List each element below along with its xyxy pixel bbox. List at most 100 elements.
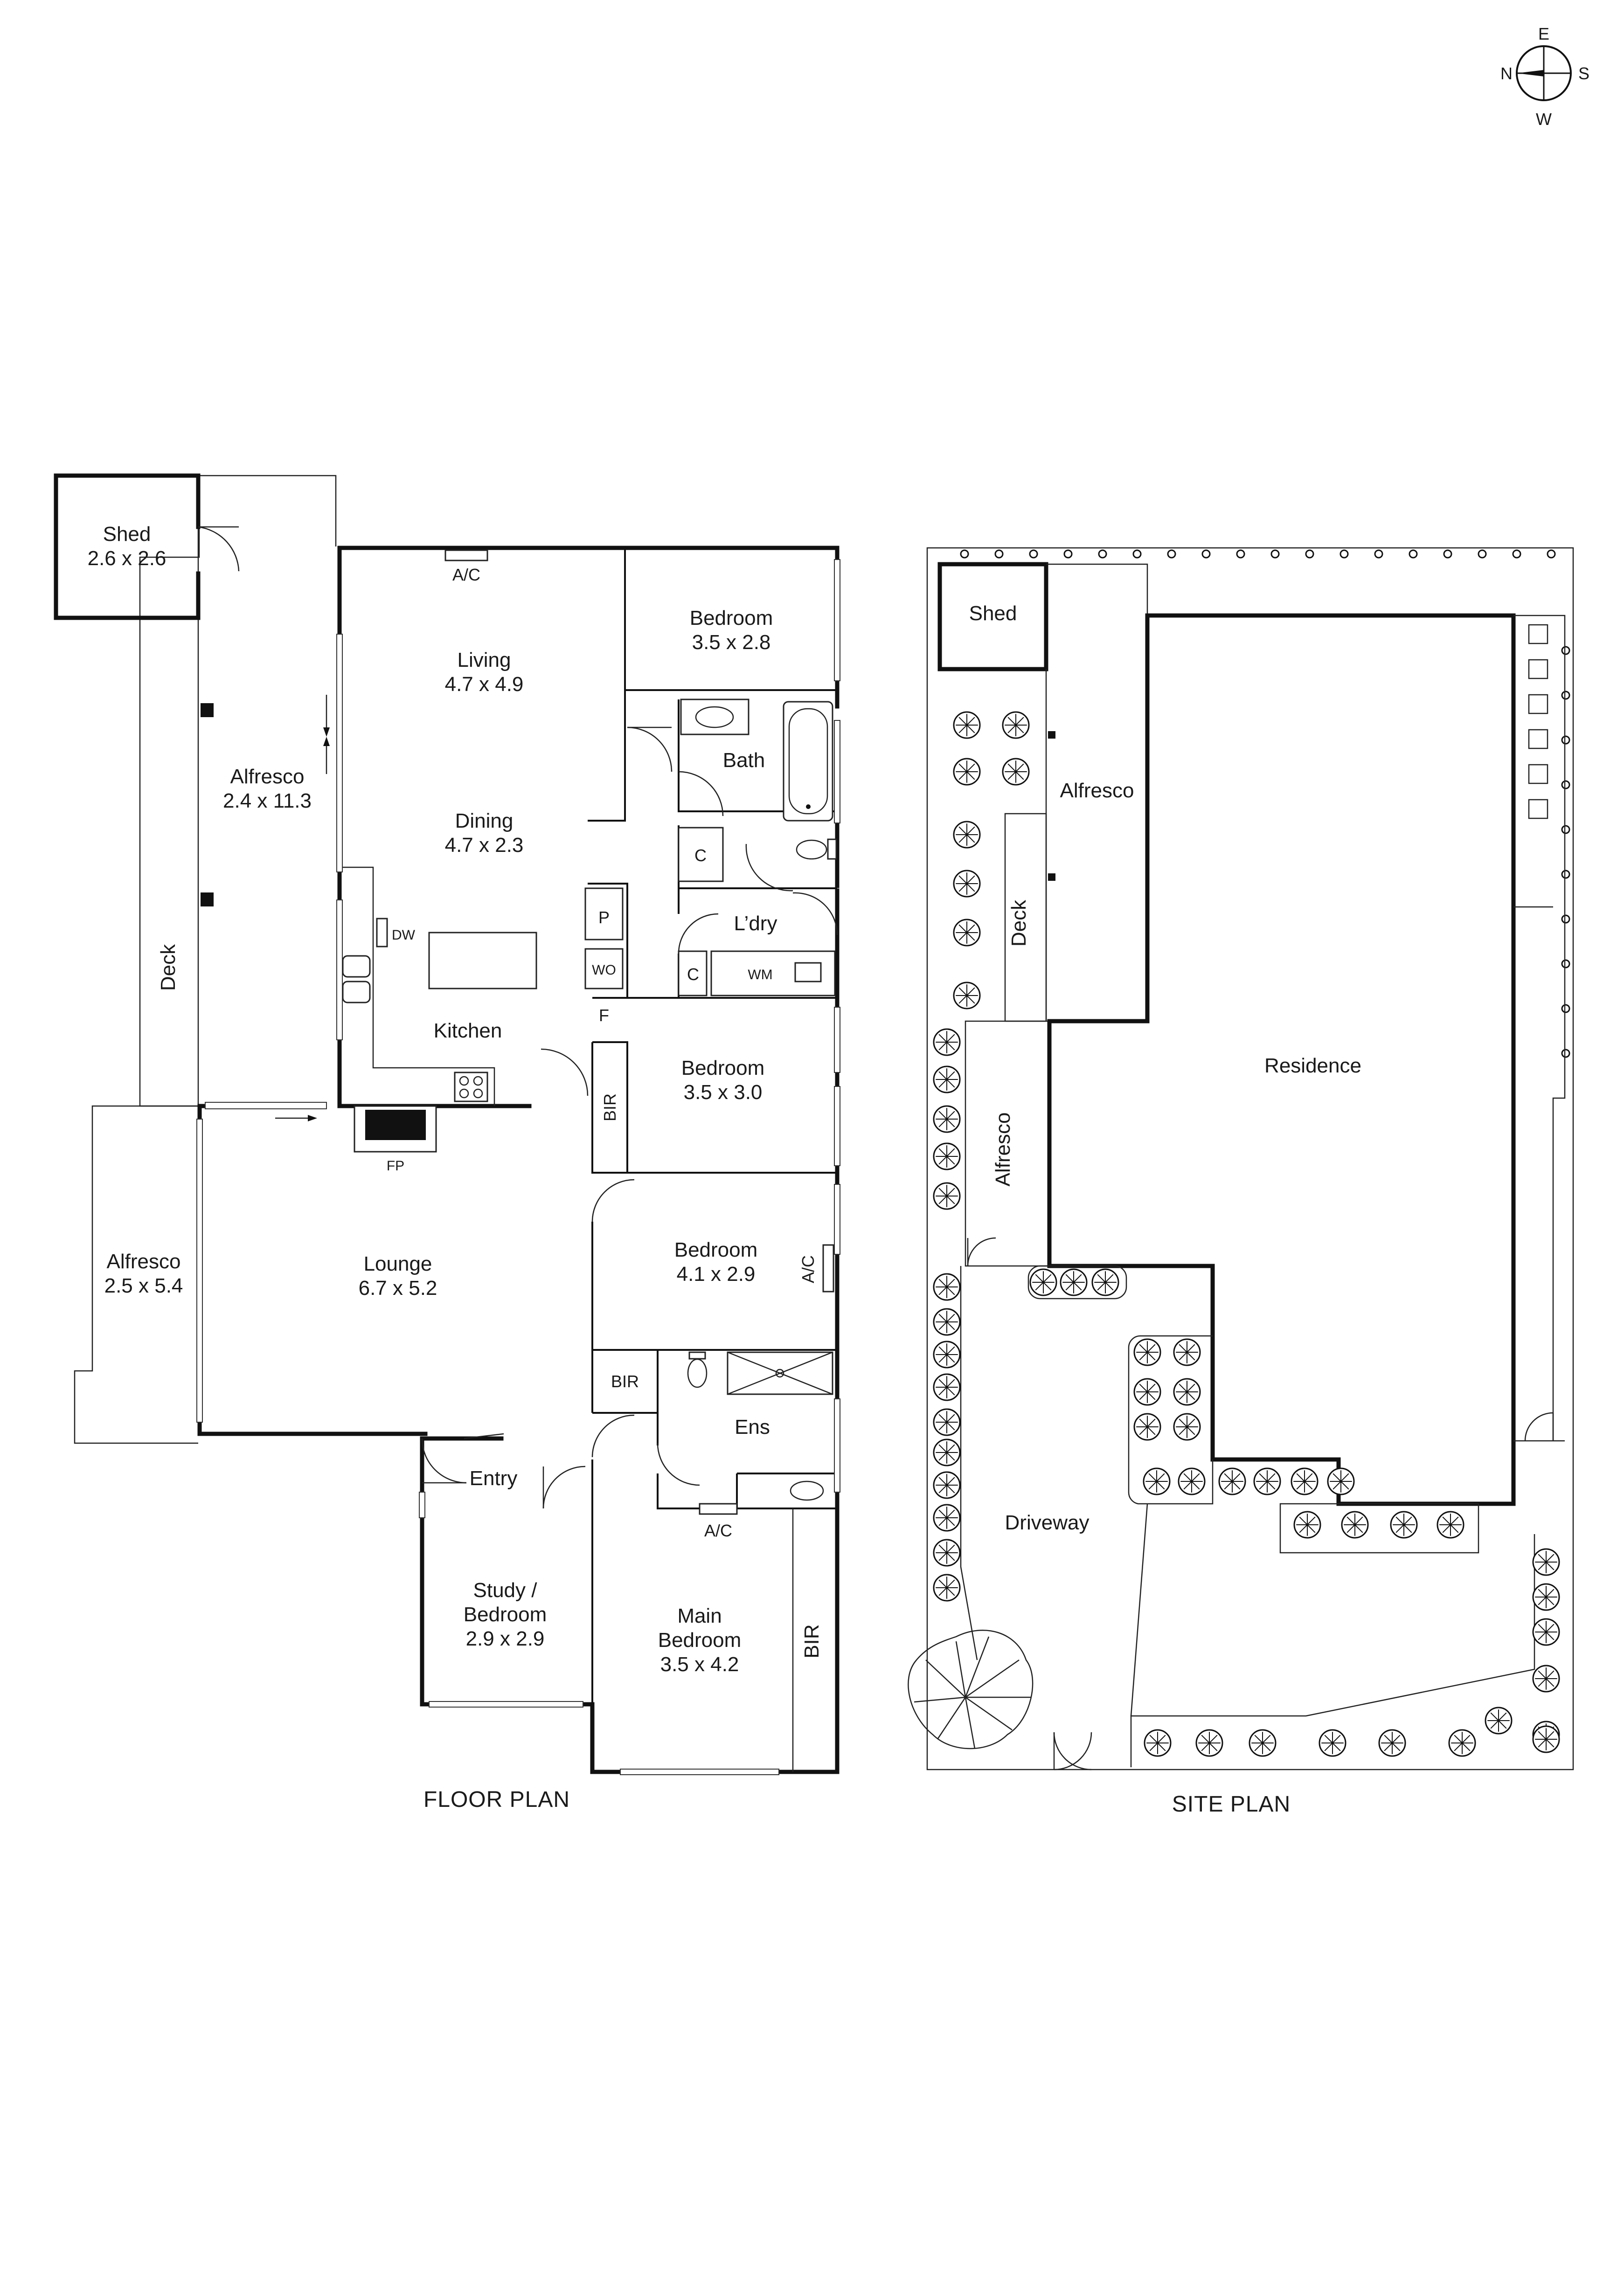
kitchen-benches [340, 866, 537, 1106]
shrub-branch [938, 1387, 947, 1396]
fixture-labels: A/C DW FP P WO F BIR BIR BIR C C WM A/C … [387, 565, 823, 1659]
shrub-branch [1156, 1473, 1165, 1482]
shrub-branch [946, 1387, 955, 1396]
shrub-branch [1147, 1391, 1156, 1400]
shrub-branch [1346, 1516, 1355, 1525]
shrub-branch [946, 1119, 955, 1127]
shrub-branch [1201, 1743, 1210, 1751]
fence-post-dot [1561, 825, 1570, 834]
cooktop-burner [459, 1088, 469, 1099]
shrub-branch [1324, 1735, 1333, 1743]
shrub [953, 821, 981, 849]
tree-branch [965, 1697, 976, 1749]
shrub [1002, 711, 1030, 739]
shrub-branch [1007, 725, 1016, 733]
shrub-branch [1546, 1589, 1555, 1598]
outdoor-outlines [74, 475, 337, 1444]
wall-oven-label: WO [592, 962, 616, 978]
kitchen-bench-outline [340, 866, 495, 1106]
toilet-ens [687, 1358, 708, 1388]
shrub-branch [1179, 1344, 1187, 1353]
shrub-branch [1007, 763, 1016, 772]
floor-plan: Shed 2.6 x 2.6 Alfresco 2.4 x 11.3 Deck … [54, 473, 840, 1812]
shrub [933, 1105, 961, 1133]
shrub-branch [1546, 1678, 1555, 1687]
driveway-east-edge [1130, 1503, 1148, 1716]
sink-bowl [342, 981, 371, 1003]
shrub-branch [1498, 1720, 1507, 1729]
shrub-branch [1157, 1735, 1166, 1743]
shrub-branch [1462, 1743, 1471, 1751]
shrub [933, 1273, 961, 1301]
shrub-branch [1538, 1731, 1547, 1740]
fence-post-dot [1339, 549, 1349, 559]
shrub [1319, 1729, 1346, 1757]
shrub-branch [1384, 1735, 1393, 1743]
shrub-branch [1490, 1720, 1499, 1729]
shrub-branch [966, 875, 975, 884]
shrub-branch [1307, 1524, 1316, 1533]
shrub-branch [1224, 1473, 1233, 1482]
shrub-branch [946, 1034, 955, 1043]
shrub-branch [966, 834, 975, 843]
shrub-branch [966, 932, 975, 941]
shrub-branch [946, 1517, 955, 1526]
shrub-branch [958, 725, 967, 733]
fence-post-dot [1443, 549, 1452, 559]
main-bedroom-name-line2: Bedroom [658, 1629, 742, 1652]
shrub-branch [938, 1552, 947, 1561]
shed-name: Shed [103, 523, 151, 546]
window-bed2 [834, 1086, 840, 1166]
cupboard-1 [678, 827, 724, 882]
shrub-branch [1209, 1735, 1218, 1743]
shrub-branch [1035, 1282, 1044, 1291]
shrub-branch [1392, 1735, 1401, 1743]
shrub-branch [946, 1379, 955, 1388]
shrub-branch [1139, 1383, 1148, 1392]
shrub-branch [1538, 1589, 1547, 1598]
site-alfresco-post [1048, 731, 1055, 739]
shrub-branch [1267, 1481, 1276, 1490]
shrub-branch [1454, 1743, 1463, 1751]
shrub [1341, 1511, 1369, 1539]
shrub-branch [1015, 725, 1024, 733]
bedroom-3-size: 4.1 x 2.9 [677, 1263, 756, 1286]
shrub-branch [1148, 1481, 1157, 1490]
bedroom-1-name: Bedroom [690, 607, 773, 629]
shrub-branch [1187, 1344, 1195, 1353]
shrub-branch [1147, 1344, 1156, 1353]
wall-ens-south [657, 1473, 837, 1509]
shrub-branch [938, 1509, 947, 1518]
shrub-branch [946, 1452, 955, 1461]
cooktop-burner [473, 1076, 483, 1086]
bath-basin [695, 706, 734, 728]
shrub-branch [938, 1485, 947, 1494]
door-swing [541, 1048, 589, 1096]
shrub-branch [938, 1148, 947, 1157]
shrub-branch [1538, 1670, 1547, 1679]
shrub-branch [1015, 717, 1024, 726]
shrub-branch [1546, 1554, 1555, 1563]
shrub-branch [958, 834, 967, 843]
shrub-branch [1224, 1481, 1233, 1490]
shrub-branch [946, 1346, 955, 1355]
site-alfresco-lower-label: Alfresco [992, 1113, 1014, 1187]
main-bedroom-name-line1: Main [677, 1604, 722, 1627]
shrub-branch [1179, 1383, 1187, 1392]
shrub-branch [958, 717, 967, 726]
windows [196, 559, 840, 1775]
wall-bed2-west [591, 1042, 837, 1174]
shrub-branch [1147, 1426, 1156, 1435]
shrub-branch [938, 1042, 947, 1051]
shrub-branch [958, 883, 967, 892]
toilet-bath [796, 839, 827, 860]
window-main [620, 1769, 779, 1775]
shrub [1253, 1467, 1281, 1495]
shrub-branch [938, 1379, 947, 1388]
bedroom-2-size: 3.5 x 3.0 [684, 1081, 763, 1104]
fence-post-dot [1236, 549, 1245, 559]
shrub-branch [1442, 1516, 1451, 1525]
shrub-branch [1015, 763, 1024, 772]
shrub [1532, 1618, 1560, 1646]
